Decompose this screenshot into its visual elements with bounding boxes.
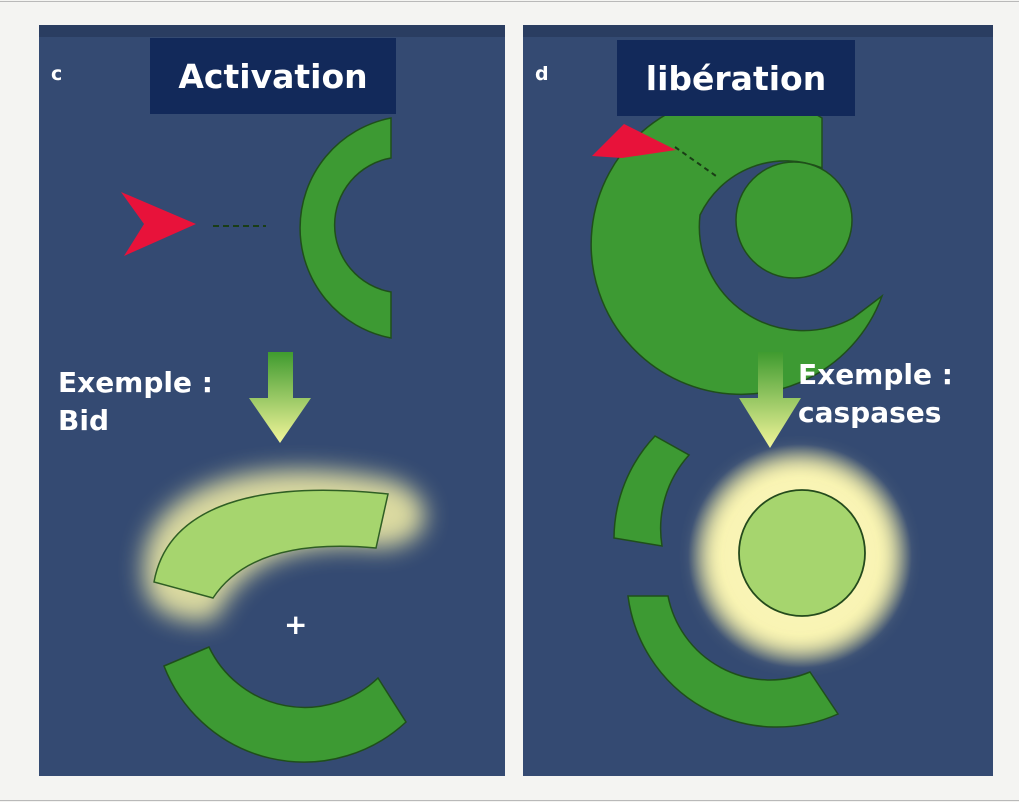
panel-c-red-cleavage-arrow: [121, 192, 196, 256]
panel-c-example-label: Exemple : Bid: [58, 364, 213, 440]
panel-c-example-line1: Exemple :: [58, 366, 213, 399]
panel-d-ring-fragment-bottom: [627, 595, 840, 728]
panel-c-down-arrow: [249, 352, 311, 443]
panel-d-example-line1: Exemple :: [798, 358, 953, 391]
panel-d-released-caspase: [688, 444, 912, 668]
panel-c-title: Activation: [150, 38, 396, 114]
panel-d-letter: d: [535, 63, 549, 85]
panel-c-inactive-protein: [213, 117, 392, 339]
panel-d-down-arrow: [739, 352, 801, 448]
panel-d-title: libération: [617, 40, 855, 116]
bottom-border: [0, 800, 1019, 801]
panel-d-inhibited-protein: [735, 161, 853, 279]
panel-c-top-strip: [39, 25, 505, 37]
panel-c-example-name: Bid: [58, 404, 109, 437]
panel-c-letter: c: [51, 63, 63, 85]
top-border: [0, 1, 1019, 2]
panel-d-red-cleavage-arrow: [592, 124, 676, 158]
panel-c-remaining-fragment: [163, 646, 407, 763]
plus-sign: +: [284, 608, 308, 641]
panel-d-example-name: caspases: [798, 396, 942, 429]
panel-d-example-label: Exemple : caspases: [798, 356, 953, 432]
panel-d-top-strip: [523, 25, 993, 37]
panel-d-ring-fragment-left: [613, 435, 691, 547]
panel-c-activated-fragment: [143, 470, 426, 622]
